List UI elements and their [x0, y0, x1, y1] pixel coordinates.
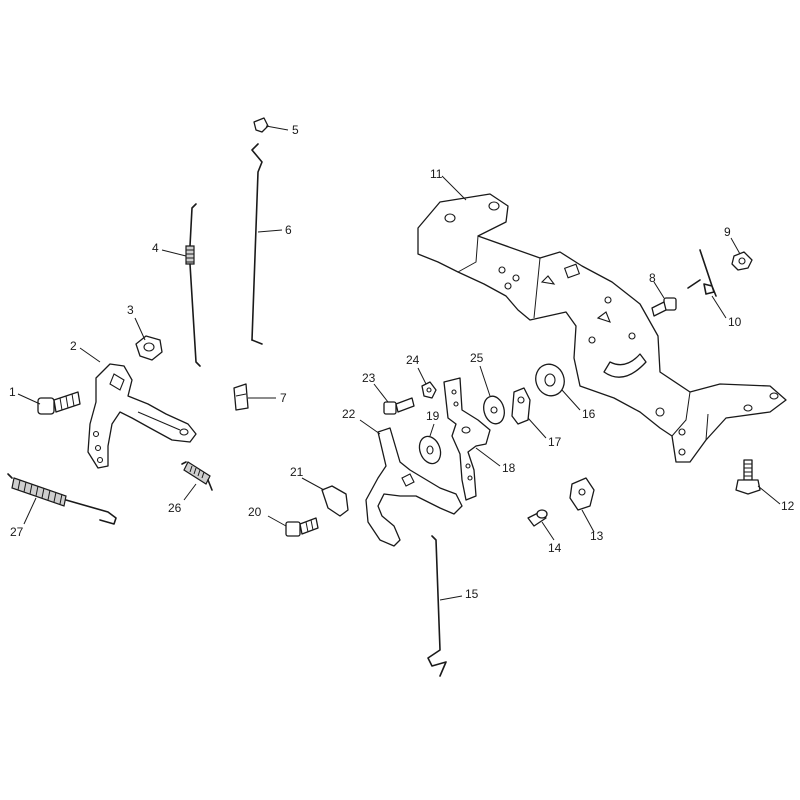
leader-24 [417, 367, 427, 385]
part-20-bolt [285, 517, 319, 537]
leader-10 [711, 295, 727, 319]
leader-22 [359, 419, 381, 435]
callout-26: 26 [168, 501, 182, 515]
callout-8: 8 [649, 271, 656, 285]
part-3-nut [135, 335, 163, 361]
part-23-bolt [383, 397, 415, 415]
leader-23 [373, 383, 389, 403]
leader-21 [301, 477, 325, 491]
callout-13: 13 [590, 529, 604, 543]
callout-3: 3 [127, 303, 134, 317]
part-4-spring-rod [185, 203, 201, 367]
leader-5 [265, 125, 289, 131]
callout-27: 27 [10, 525, 24, 539]
part-21-washer [321, 485, 349, 517]
callout-16: 16 [582, 407, 596, 421]
leader-27 [23, 497, 37, 525]
part-27-spring [7, 473, 117, 525]
leader-13 [581, 509, 595, 533]
part-13-clip-block [569, 477, 595, 511]
leader-lines [17, 125, 781, 601]
leader-4 [161, 249, 187, 257]
callout-6: 6 [285, 223, 292, 237]
leader-12 [757, 485, 781, 505]
leader-25 [479, 365, 491, 397]
callout-22: 22 [342, 407, 356, 421]
callout-labels: 1 2 3 4 5 6 7 8 9 10 11 12 13 14 15 16 1… [9, 123, 795, 601]
part-12-bolt [735, 459, 761, 495]
leader-9 [730, 237, 741, 255]
callout-9: 9 [724, 225, 731, 239]
callout-7: 7 [280, 391, 287, 405]
part-8-bolt [651, 297, 677, 317]
callout-18: 18 [502, 461, 516, 475]
leader-2 [79, 347, 101, 363]
callout-24: 24 [406, 353, 420, 367]
leader-15 [439, 595, 463, 601]
part-25-washer [483, 395, 505, 425]
part-22-bent-lever [365, 427, 463, 547]
part-14-small-bolt [527, 509, 548, 527]
part-19-washer [418, 435, 442, 465]
leader-19 [429, 423, 435, 437]
part-10-wire-spring [687, 249, 717, 297]
part-9-nut [731, 251, 753, 271]
part-1-bolt [37, 391, 81, 415]
leader-6 [257, 229, 283, 233]
part-16-washer [535, 363, 565, 397]
callout-25: 25 [470, 351, 484, 365]
leader-16 [561, 389, 581, 411]
leader-3 [134, 317, 146, 341]
callout-10: 10 [728, 315, 742, 329]
callout-5: 5 [292, 123, 299, 137]
part-26-spring [181, 461, 213, 491]
part-2-fork-lever [87, 363, 197, 469]
callout-17: 17 [548, 435, 562, 449]
part-7-clip [233, 383, 249, 411]
leader-17 [527, 417, 547, 439]
part-24-nut [421, 381, 437, 399]
callout-11: 11 [430, 167, 443, 181]
part-17-small-bracket [511, 387, 531, 425]
leader-11 [441, 175, 467, 201]
callout-4: 4 [152, 241, 159, 255]
callout-1: 1 [9, 385, 16, 399]
part-6-rod [251, 143, 263, 345]
callout-21: 21 [290, 465, 304, 479]
leader-14 [541, 521, 555, 541]
part-18-lever-plate [443, 377, 491, 501]
part-15-rod [427, 535, 447, 677]
callout-2: 2 [70, 339, 77, 353]
leader-1 [17, 393, 41, 405]
leader-8 [653, 281, 665, 299]
callout-20: 20 [248, 505, 262, 519]
leader-18 [475, 447, 501, 467]
callout-12: 12 [781, 499, 795, 513]
callout-15: 15 [465, 587, 479, 601]
part-5-clip [253, 117, 269, 133]
part-11-bracket-plate [417, 193, 787, 463]
callout-23: 23 [362, 371, 376, 385]
callout-14: 14 [548, 541, 562, 555]
leader-20 [267, 515, 287, 527]
leader-26 [183, 483, 197, 501]
callout-19: 19 [426, 409, 440, 423]
